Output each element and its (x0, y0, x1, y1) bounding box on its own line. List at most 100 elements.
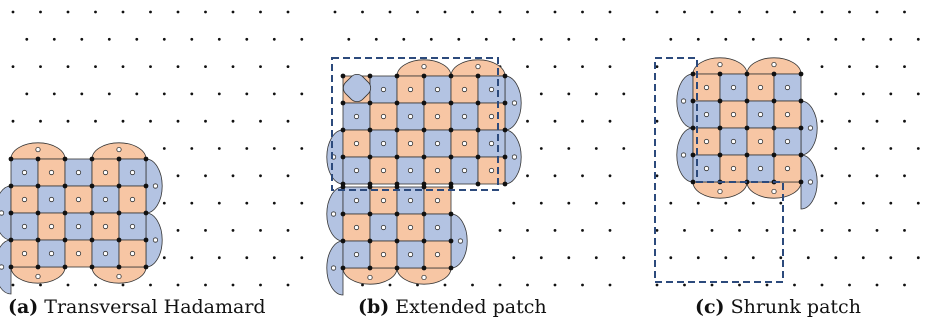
ancilla-qubit (129, 169, 136, 176)
ancilla-qubit (434, 197, 441, 204)
data-qubit (8, 210, 14, 216)
ancilla-qubit (434, 224, 441, 231)
lattice-dot (39, 283, 42, 287)
lattice-dot (498, 283, 502, 287)
lattice-dot (724, 201, 728, 205)
lattice-dot (875, 174, 879, 178)
lattice-dot (594, 256, 598, 260)
lattice-dot (594, 92, 598, 96)
panel-c-shrunk-patch (654, 10, 920, 287)
ancilla-qubit (784, 84, 791, 91)
lattice-dot (567, 201, 571, 205)
lattice-dot (916, 147, 920, 150)
data-qubit (340, 184, 346, 190)
ancilla-qubit (457, 238, 464, 244)
data-qubit (421, 265, 427, 271)
ancilla-qubit (407, 113, 414, 120)
data-qubit (448, 238, 454, 244)
data-qubit (394, 154, 400, 160)
data-qubit (421, 211, 427, 217)
lattice-dot (875, 10, 879, 14)
lattice-dot (820, 65, 824, 68)
lattice-dot (861, 37, 865, 41)
lattice-dot (710, 229, 714, 232)
lattice-dot (162, 92, 166, 96)
data-qubit (143, 237, 149, 243)
ancilla-qubit (48, 169, 55, 176)
lattice-dot (622, 92, 626, 96)
ancilla-qubit (152, 237, 159, 243)
lattice-dot (903, 119, 906, 123)
data-qubit (502, 181, 508, 187)
data-qubit (690, 98, 696, 104)
ancilla-qubit (330, 265, 337, 271)
ancilla-qubit (75, 169, 82, 176)
lattice-dot (347, 37, 351, 41)
ancilla-qubit (102, 250, 109, 257)
lattice-dot (176, 174, 180, 178)
data-qubit (394, 127, 400, 133)
ancilla-qubit (75, 196, 82, 203)
lattice-dot (779, 201, 783, 205)
data-qubit (367, 265, 373, 271)
lattice-dot (162, 147, 166, 150)
lattice-dot (176, 283, 180, 287)
ancilla-qubit (75, 223, 82, 230)
boundary-stabilizer (0, 185, 12, 241)
data-qubit (394, 184, 400, 190)
ancilla-qubit (703, 111, 710, 118)
ancilla-qubit (407, 224, 414, 231)
data-qubit (62, 183, 68, 189)
lattice-dot (834, 201, 838, 205)
data-qubit (35, 156, 41, 162)
data-qubit (475, 127, 481, 133)
data-qubit (35, 264, 41, 270)
ancilla-qubit (21, 196, 28, 203)
ancilla-qubit (21, 169, 28, 176)
ancilla-qubit (35, 273, 41, 280)
ancilla-qubit (75, 250, 82, 257)
plaquette (118, 185, 147, 214)
data-qubit (717, 152, 723, 158)
lattice-dot (471, 283, 474, 287)
lattice-dot (861, 201, 865, 205)
caption-c-text: Shrunk patch (730, 296, 861, 318)
lattice-dot (39, 10, 42, 14)
lattice-dot (848, 174, 851, 178)
data-qubit (717, 125, 723, 131)
data-qubit (798, 152, 804, 158)
lattice-dot (861, 147, 865, 150)
lattice-dot (903, 174, 906, 178)
data-qubit (394, 265, 400, 271)
lattice-dot (107, 37, 111, 41)
lattice-dot (903, 65, 906, 68)
lattice-dot (765, 283, 769, 287)
lattice-dot (204, 174, 207, 178)
data-qubit (448, 100, 454, 106)
ancilla-qubit (757, 138, 764, 145)
ancilla-qubit (407, 140, 414, 147)
lattice-dot (190, 256, 194, 260)
lattice-dot (204, 119, 207, 123)
data-qubit (143, 156, 149, 162)
ancilla-qubit (353, 113, 360, 120)
lattice-dot (848, 10, 851, 14)
dashed-outline (654, 57, 784, 283)
lattice-dot (581, 229, 584, 232)
lattice-dot (190, 147, 194, 150)
lattice-dot (820, 119, 824, 123)
ancilla-qubit (757, 165, 764, 172)
ancilla-qubit (380, 224, 387, 231)
lattice-dot (875, 65, 879, 68)
ancilla-qubit (511, 154, 518, 160)
lattice-dot (903, 229, 906, 232)
ancilla-qubit (807, 125, 814, 131)
data-qubit (394, 238, 400, 244)
lattice-dot (655, 10, 659, 14)
ancilla-qubit (353, 251, 360, 258)
lattice-dot (553, 174, 557, 178)
lattice-dot (361, 283, 364, 287)
data-qubit (502, 154, 508, 160)
lattice-dot (581, 174, 584, 178)
